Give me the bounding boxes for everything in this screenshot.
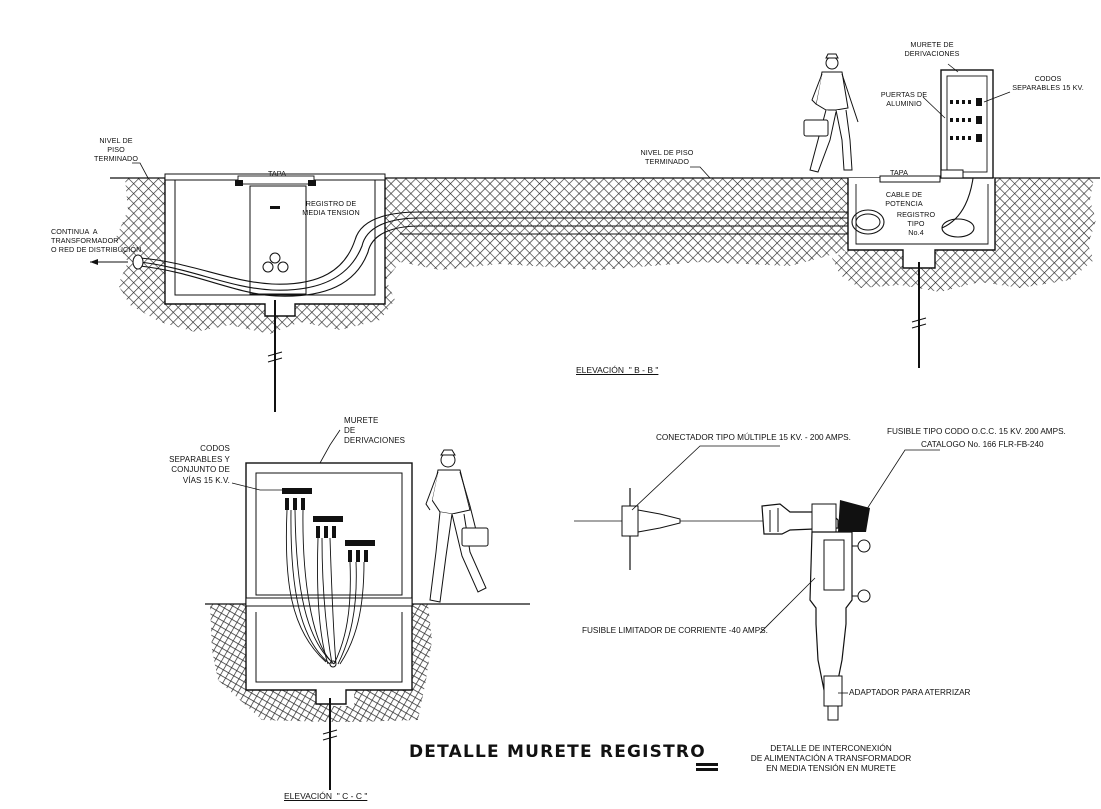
label-murete-derivaciones: MURETE DE DERIVACIONES [904,40,960,58]
label-fusible-codo: FUSIBLE TIPO CODO O.C.C. 15 KV. 200 AMPS… [887,427,1066,436]
elevation-bb-diagram [90,53,1100,412]
label-codos-cc: CODOS SEPARABLES Y CONJUNTO DE VÍAS 15 K… [169,444,230,485]
worker-figure-top [803,53,859,173]
label-adaptador: ADAPTADOR PARA ATERRIZAR [849,688,971,697]
soil-strip [400,178,848,270]
label-registro-tipo: REGISTRO TIPO No.4 [896,210,936,237]
worker-figure-bottom [425,449,489,603]
elevation-cc-diagram [205,429,530,790]
label-conectador: CONECTADOR TIPO MÚLTIPLE 15 KV. - 200 AM… [656,433,851,442]
label-tapa-right: TAPA [889,168,909,177]
label-nivel-piso-left: NIVEL DE PISO TERMINADO [93,136,139,163]
label-puertas: PUERTAS DE ALUMINIO [880,90,928,108]
title-mark-2 [696,768,718,771]
caption-elevacion-bb: ELEVACIÓN " B - B " [576,365,659,375]
interconnection-diagram [574,445,940,721]
label-continua: CONTINUA A TRANSFORMADOR O RED DE DISTRI… [51,227,142,254]
caption-elevacion-cc: ELEVACIÓN " C - C " [284,791,368,801]
label-nivel-piso-right: NIVEL DE PISO TERMINADO [640,148,694,166]
label-fusible-limitador: FUSIBLE LIMITADOR DE CORRIENTE -40 AMPS. [582,626,768,635]
title-mark [696,763,718,766]
label-catalogo: CATALOGO No. 166 FLR-FB-240 [921,440,1044,449]
label-tapa-left: TAPA [267,169,287,178]
label-murete-cc: MURETE DE DERIVACIONES [344,416,406,445]
label-cable-potencia: CABLE DE POTENCIA [885,190,923,208]
interconnection-note: DETALLE DE INTERCONEXIÓN DE ALIMENTACIÓN… [750,743,912,773]
label-registro-media: REGISTRO DE MEDIA TENSION [302,199,360,217]
label-codos-bb: CODOS SEPARABLES 15 KV. [1012,74,1084,92]
drawing-title: DETALLE MURETE REGISTRO [409,742,706,762]
